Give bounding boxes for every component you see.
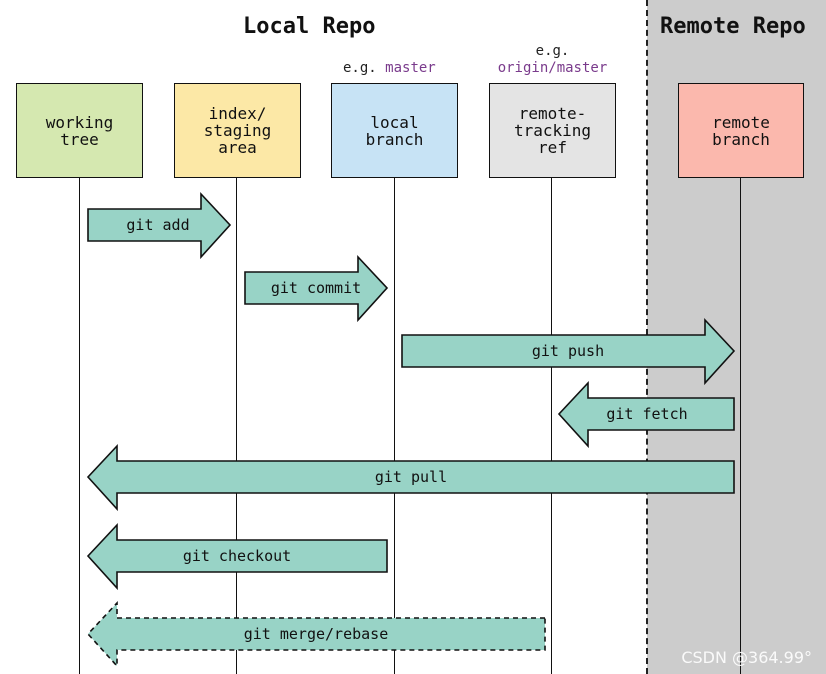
working-tree-lifeline bbox=[79, 178, 80, 674]
git-add-label: git add bbox=[126, 216, 190, 234]
local-branch-example: e.g. master bbox=[343, 60, 436, 77]
git-fetch-label: git fetch bbox=[606, 405, 688, 423]
index-lifeline bbox=[236, 178, 237, 674]
remote-branch-box: remote branch bbox=[678, 83, 804, 178]
git-checkout-label: git checkout bbox=[182, 547, 292, 565]
git-merge-rebase-arrow bbox=[86, 600, 546, 669]
example-prefix: e.g. bbox=[343, 60, 377, 76]
remote-repo-title: Remote Repo bbox=[660, 14, 806, 39]
git-pull-arrow bbox=[86, 443, 735, 512]
remote-tracking-example: e.g. origin/master bbox=[490, 43, 615, 77]
local-branch-box: local branch bbox=[331, 83, 458, 178]
example-branch-name: origin/master bbox=[497, 60, 608, 76]
remote-branch-lifeline bbox=[740, 178, 741, 674]
local-repo-title: Local Repo bbox=[243, 14, 376, 39]
git-commit-arrow bbox=[244, 254, 389, 323]
working-tree-box: working tree bbox=[16, 83, 143, 178]
watermark: CSDN @364.99° bbox=[681, 648, 812, 667]
git-add-arrow bbox=[87, 191, 232, 260]
git-push-arrow bbox=[401, 317, 736, 386]
git-checkout-arrow bbox=[86, 522, 388, 591]
local-branch-lifeline bbox=[394, 178, 395, 674]
example-prefix: e.g. bbox=[535, 43, 570, 59]
example-branch-name: master bbox=[385, 60, 436, 76]
staging-area-box: index/ staging area bbox=[174, 83, 301, 178]
git-commit-label: git commit bbox=[270, 279, 362, 297]
git-push-label: git push bbox=[531, 342, 605, 360]
remote-tracking-ref-box: remote- tracking ref bbox=[489, 83, 616, 178]
git-pull-label: git pull bbox=[374, 468, 448, 486]
git-merge-rebase-label: git merge/rebase bbox=[243, 625, 389, 643]
remote-tracking-lifeline bbox=[551, 178, 552, 674]
git-fetch-arrow bbox=[557, 380, 735, 449]
